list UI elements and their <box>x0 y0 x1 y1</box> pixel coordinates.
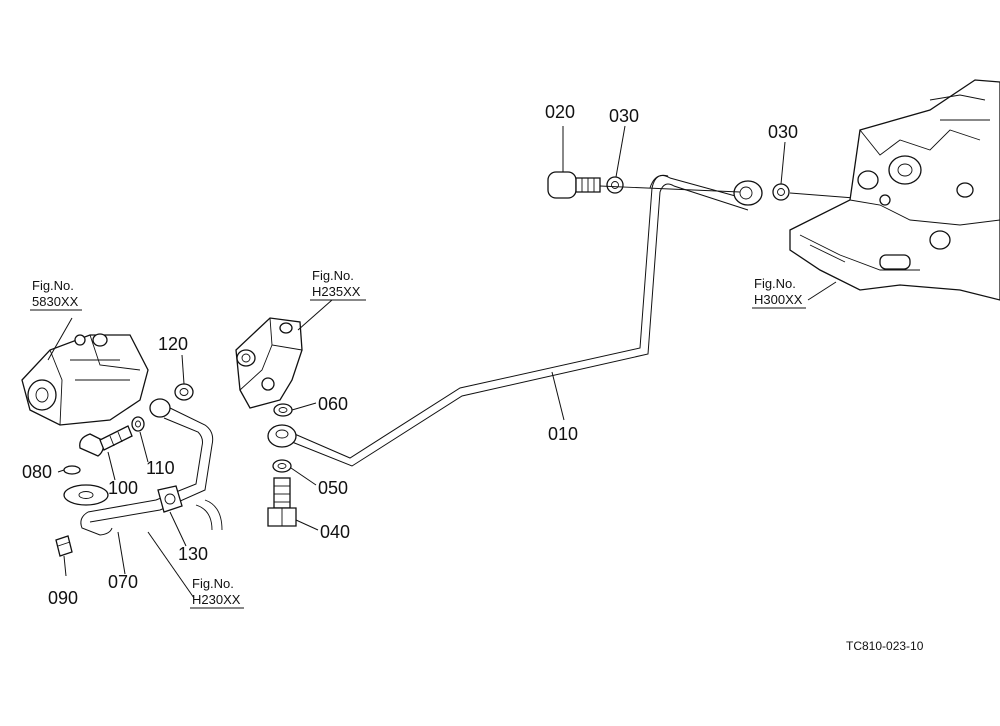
clamp-130 <box>157 485 183 513</box>
fig-h235-number: H235XX <box>312 284 361 299</box>
pipe-010 <box>289 174 751 467</box>
washer-120 <box>174 383 194 401</box>
label-030-right: 030 <box>768 122 798 142</box>
fig-5830-title: Fig.No. <box>32 278 74 293</box>
flange-080 <box>63 465 109 506</box>
fig-5830-number: 5830XX <box>32 294 79 309</box>
label-050: 050 <box>318 478 348 498</box>
label-080: 080 <box>22 462 52 482</box>
fig-h235-title: Fig.No. <box>312 268 354 283</box>
label-020: 020 <box>545 102 575 122</box>
fig-h230-number: H230XX <box>192 592 241 607</box>
label-030-left: 030 <box>609 106 639 126</box>
pipe-070 <box>80 398 223 536</box>
valve-h235 <box>235 317 303 409</box>
washer-110 <box>131 416 145 432</box>
pump-5830 <box>21 333 149 426</box>
fig-h300-title: Fig.No. <box>754 276 796 291</box>
drawing-code: TC810-023-10 <box>846 639 924 653</box>
housing-h300 <box>789 79 1000 301</box>
label-120: 120 <box>158 334 188 354</box>
label-090: 090 <box>48 588 78 608</box>
label-040: 040 <box>320 522 350 542</box>
label-010: 010 <box>548 424 578 444</box>
plug-090 <box>55 535 73 557</box>
label-130: 130 <box>178 544 208 564</box>
washer-060 <box>273 403 293 417</box>
fig-h230-title: Fig.No. <box>192 576 234 591</box>
fig-h300-number: H300XX <box>754 292 803 307</box>
washer-030-left <box>606 176 624 194</box>
label-100: 100 <box>108 478 138 498</box>
bolt-020 <box>547 171 601 199</box>
pipe-eye-fitting-left <box>267 424 297 448</box>
washer-030-right <box>772 183 790 201</box>
label-070: 070 <box>108 572 138 592</box>
bolt-100 <box>79 425 133 457</box>
bolt-040 <box>267 477 297 527</box>
washer-050 <box>272 459 292 473</box>
label-060: 060 <box>318 394 348 414</box>
pipe-eye-fitting <box>733 180 763 206</box>
label-110: 110 <box>146 458 175 478</box>
leader-lines <box>47 125 837 599</box>
